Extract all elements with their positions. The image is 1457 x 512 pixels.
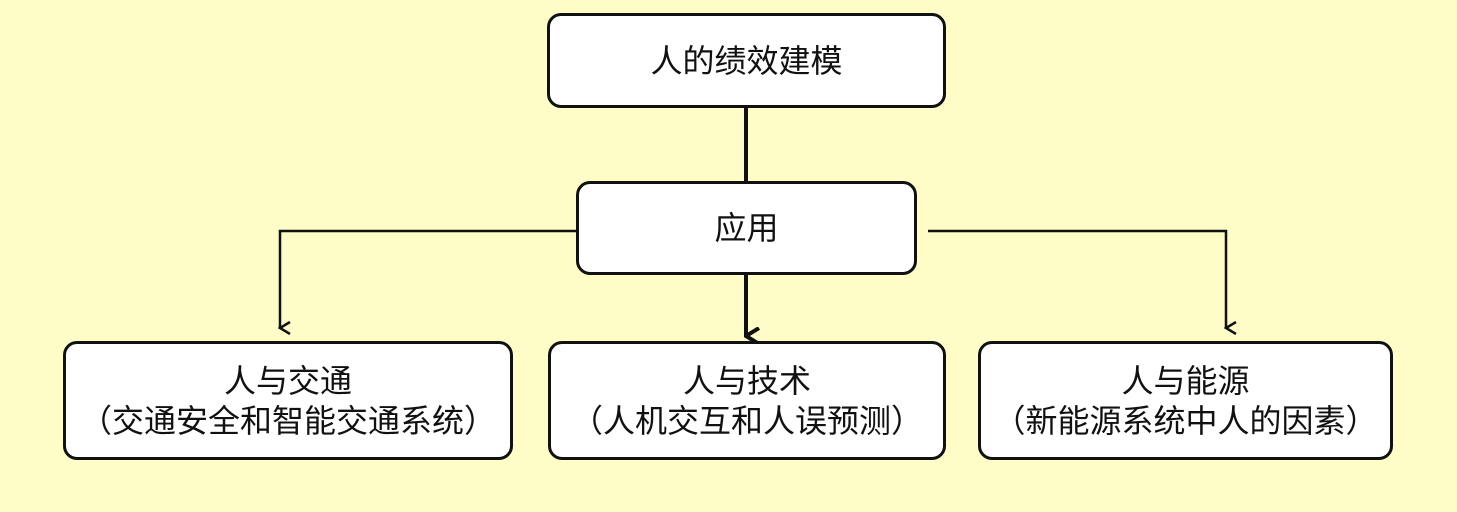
application-node: 应用 <box>576 181 917 275</box>
root-node-label: 人的绩效建模 <box>650 41 843 80</box>
application-node-label: 应用 <box>714 209 779 247</box>
child-node-technology: 人与技术 （人机交互和人误预测） <box>548 341 946 460</box>
child-node-subtitle: （新能源系统中人的因素） <box>993 401 1378 440</box>
child-node-energy: 人与能源 （新能源系统中人的因素） <box>978 341 1393 460</box>
connector-application-to-traffic <box>280 229 576 328</box>
child-node-title: 人与技术 <box>682 361 811 400</box>
connector-application-to-energy <box>928 229 1226 328</box>
child-node-title: 人与能源 <box>1121 361 1250 400</box>
child-node-title: 人与交通 <box>223 361 352 400</box>
root-node: 人的绩效建模 <box>547 13 946 108</box>
child-node-subtitle: （人机交互和人误预测） <box>570 401 923 440</box>
child-node-subtitle: （交通安全和智能交通系统） <box>79 401 496 440</box>
child-node-traffic: 人与交通 （交通安全和智能交通系统） <box>63 341 513 460</box>
